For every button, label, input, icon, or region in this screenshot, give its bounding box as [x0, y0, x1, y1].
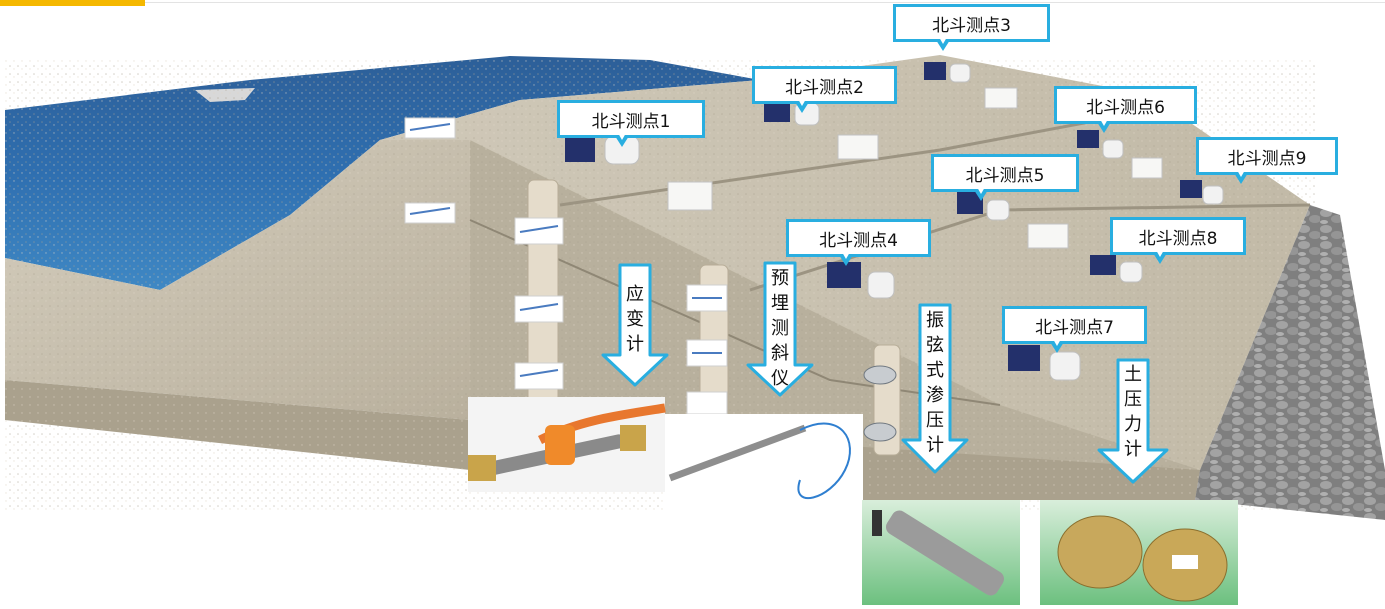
- inclinometer-photo: [665, 414, 863, 519]
- beidou-point-7-label: 北斗测点7: [1002, 306, 1147, 353]
- earth-pressure-char-4: 计: [1124, 439, 1142, 460]
- beidou-point-6-text: 北斗测点6: [1086, 97, 1165, 118]
- earth-pressure-label: 土 压 力 计: [1122, 362, 1144, 462]
- strain-gauge-label: 应 变 计: [624, 282, 646, 357]
- piezometer-char-3: 式: [926, 360, 944, 381]
- earth-pressure-char-2: 压: [1124, 389, 1142, 410]
- beidou-point-4-text: 北斗测点4: [819, 230, 898, 251]
- beidou-point-3-text: 北斗测点3: [932, 15, 1011, 36]
- earth-pressure-cell-photo: [1040, 500, 1238, 605]
- inclinometer-char-4: 斜: [771, 343, 789, 364]
- piezometer-char-6: 计: [926, 435, 944, 456]
- header-rule: [145, 2, 1385, 3]
- riprap-toe: [1195, 205, 1385, 520]
- beidou-point-9-label: 北斗测点9: [1196, 137, 1338, 184]
- piezometer-char-4: 渗: [926, 385, 944, 406]
- beidou-point-1-label: 北斗测点1: [557, 100, 705, 147]
- piezometer-char-5: 压: [926, 410, 944, 431]
- instrument-arrows: [601, 261, 1169, 484]
- beidou-point-4-label: 北斗测点4: [786, 219, 931, 266]
- beidou-point-1-text: 北斗测点1: [591, 111, 671, 132]
- strain-gauge-photo: [468, 397, 666, 492]
- piezometer-photo: [862, 500, 1020, 605]
- beidou-point-7-text: 北斗测点7: [1035, 317, 1114, 338]
- inclinometer-label: 预 埋 测 斜 仪: [769, 266, 791, 391]
- earth-pressure-char-1: 土: [1124, 364, 1142, 385]
- pipe-sensor-icon-strokes: [409, 123, 722, 377]
- beidou-point-9-text: 北斗测点9: [1227, 148, 1307, 169]
- strain-gauge-char-3: 计: [626, 334, 644, 355]
- beidou-point-5-text: 北斗测点5: [965, 165, 1045, 186]
- piezometer-char-2: 弦: [926, 335, 944, 356]
- earth-pressure-char-3: 力: [1124, 414, 1142, 435]
- beidou-point-8-label: 北斗测点8: [1110, 217, 1246, 264]
- gnss-station-icons: [565, 62, 1224, 381]
- piezometer-char-1: 振: [926, 310, 944, 331]
- beidou-point-2-label: 北斗测点2: [752, 66, 897, 113]
- accent-tab: [0, 0, 145, 6]
- beidou-point-3-label: 北斗测点3: [893, 4, 1050, 51]
- inclinometer-char-2: 埋: [771, 293, 789, 314]
- strain-gauge-char-2: 变: [626, 309, 644, 330]
- beidou-point-6-label: 北斗测点6: [1054, 86, 1197, 133]
- inclinometer-char-1: 预: [771, 268, 789, 289]
- seepage-disc-icons: [863, 365, 897, 442]
- beidou-point-5-label: 北斗测点5: [931, 154, 1079, 201]
- inclinometer-char-3: 测: [771, 318, 789, 339]
- pipe-sensor-icons: [404, 117, 728, 415]
- pressure-plate-icons: [667, 87, 1163, 249]
- beidou-point-8-text: 北斗测点8: [1138, 228, 1218, 249]
- beidou-point-2-text: 北斗测点2: [785, 77, 864, 98]
- piezometer-label: 振 弦 式 渗 压 计: [924, 308, 946, 458]
- strain-gauge-char-1: 应: [626, 284, 644, 305]
- inclinometer-char-5: 仪: [771, 368, 789, 389]
